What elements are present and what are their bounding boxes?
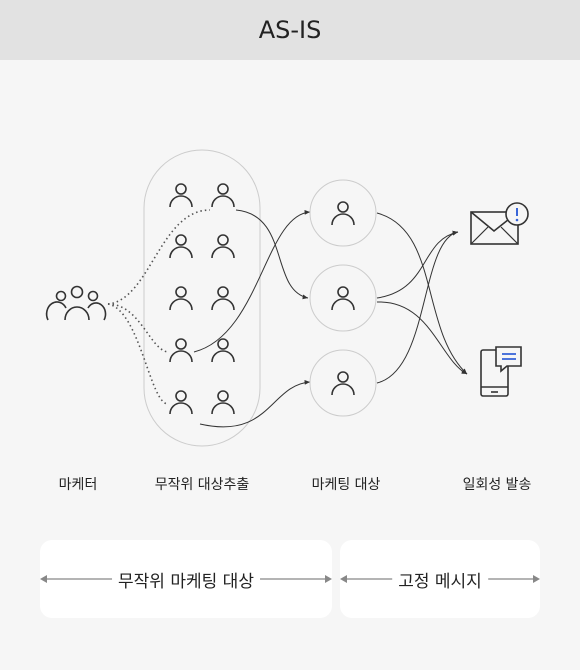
random-target-text: 무작위 마케팅 대상: [112, 567, 260, 592]
marketing-target-nodes: [309, 179, 377, 417]
mail-alert-icon: [470, 202, 529, 245]
random-extraction-label: 무작위 대상추출: [154, 477, 250, 493]
target-to-channel-lines: [376, 212, 468, 384]
mobile-message-icon: [480, 346, 522, 397]
people-group-icon: [45, 285, 107, 321]
fixed-message-text: 고정 메시지: [392, 567, 488, 592]
marketer-label: 마케터: [58, 477, 98, 493]
marketing-target-label: 마케팅 대상: [311, 477, 381, 493]
flow-diagram: [45, 149, 529, 447]
one-time-send-label: 일회성 발송: [462, 477, 532, 493]
fixed-message-card: 고정 메시지: [340, 540, 540, 618]
page-title: AS-IS: [258, 16, 322, 44]
random-pool-container: [143, 149, 261, 447]
page-header: AS-IS: [0, 0, 580, 60]
random-target-card: 무작위 마케팅 대상: [40, 540, 332, 618]
random-selection-lines: [107, 209, 211, 405]
pool-to-target-lines: [193, 209, 311, 428]
